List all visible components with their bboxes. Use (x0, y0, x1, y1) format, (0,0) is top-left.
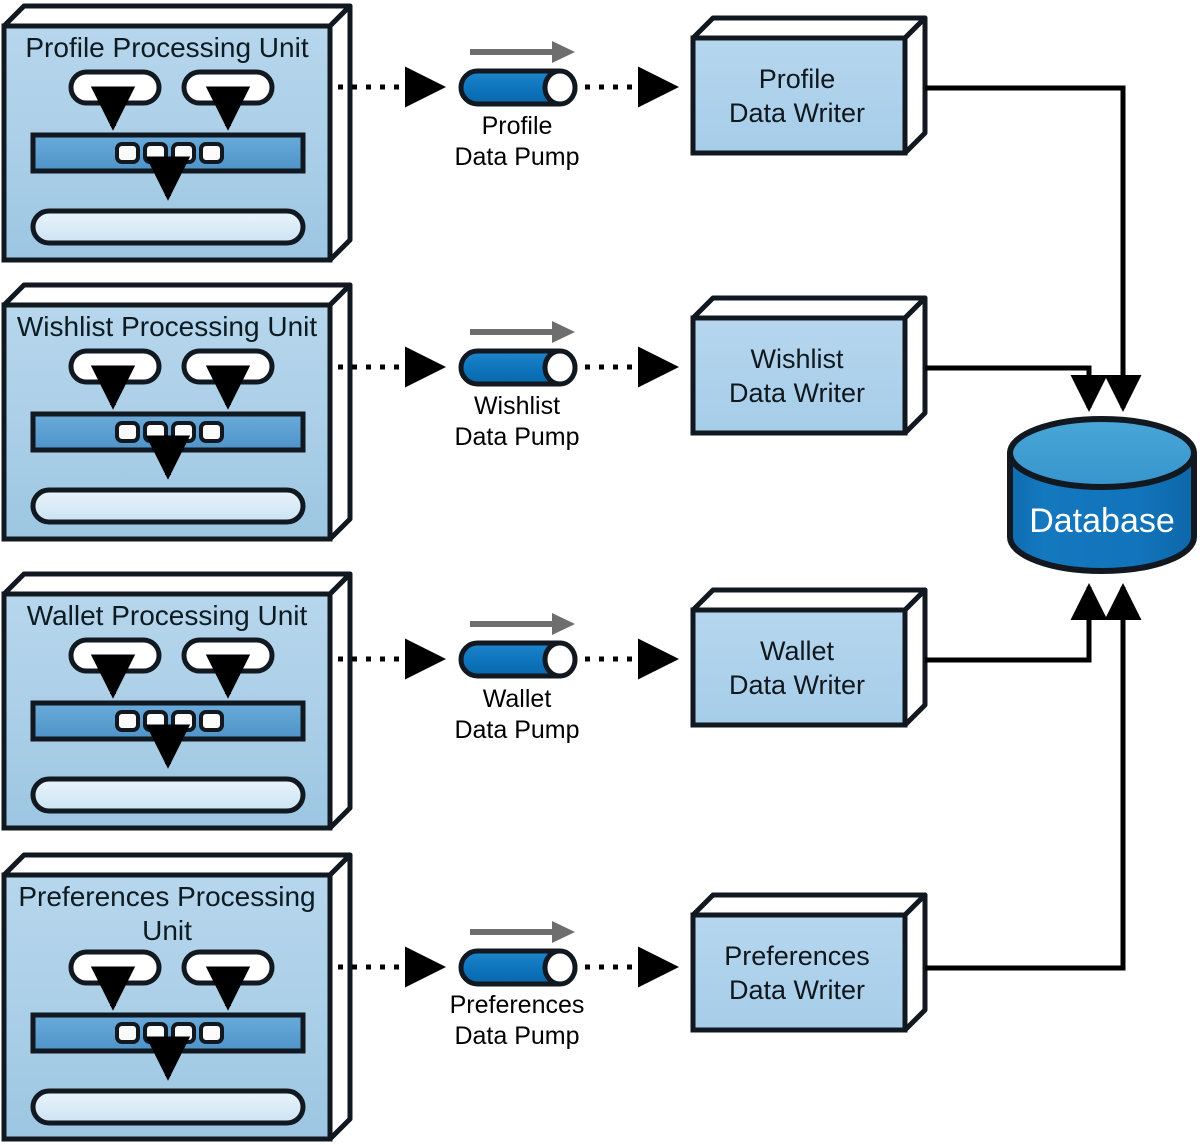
unit-input-capsule[interactable] (68, 69, 162, 106)
queue-cell (143, 421, 168, 443)
unit-top-face (1, 852, 353, 878)
processing-unit-profile[interactable]: Profile Processing Unit (1, 3, 353, 263)
writer-front-face (690, 35, 908, 156)
unit-output-bar (30, 487, 306, 525)
pump-direction-arrowhead (552, 921, 575, 943)
unit-side-face (327, 852, 353, 1142)
queue-cell (143, 710, 168, 732)
writer-front-face (690, 607, 908, 728)
unit-input-capsule[interactable] (181, 348, 275, 385)
data-pump-wallet[interactable]: Wallet Data Pump (454, 613, 580, 744)
processing-unit-wallet[interactable]: Wallet Processing Unit (1, 571, 353, 831)
queue-cell (199, 142, 224, 164)
writer-label-line2: Data Writer (729, 378, 865, 408)
pump-label-line2: Data Pump (454, 1022, 579, 1050)
pump-label-line1: Profile (482, 112, 553, 140)
pump-label-line2: Data Pump (454, 423, 579, 451)
pump-end-cap (542, 948, 578, 987)
data-writer-preferences[interactable]: Preferences Data Writer (690, 892, 928, 1033)
connector-profile-to-database (925, 85, 1142, 413)
processing-unit-preferences[interactable]: Preferences Processing Unit (1, 852, 353, 1142)
unit-side-face (327, 571, 353, 831)
pump-label-line2: Data Pump (454, 716, 579, 744)
database-label: Database (1029, 502, 1175, 540)
unit-title-wishlist: Wishlist Processing Unit (17, 311, 318, 342)
writer-top-face (690, 587, 928, 613)
queue-cell (171, 710, 196, 732)
writer-label-line2: Data Writer (729, 975, 865, 1005)
unit-input-capsule[interactable] (181, 69, 275, 106)
writer-top-face (690, 295, 928, 321)
data-pump-profile[interactable]: Profile Data Pump (454, 41, 580, 171)
unit-input-capsule[interactable] (181, 637, 275, 674)
connector-wishlist-to-database (925, 365, 1108, 413)
unit-title-preferences-line2: Unit (142, 915, 192, 946)
writer-label-line1: Wallet (760, 636, 835, 666)
database-top-ellipse (1007, 416, 1197, 490)
unit-title-wallet: Wallet Processing Unit (27, 600, 308, 631)
unit-top-face (1, 571, 353, 597)
writer-front-face (690, 315, 908, 436)
unit-output-bar (30, 776, 306, 814)
data-writer-profile[interactable]: Profile Data Writer (690, 15, 928, 156)
unit-input-capsule[interactable] (68, 348, 162, 385)
database-cylinder[interactable]: Database (1007, 416, 1197, 574)
pump-direction-arrowhead (552, 321, 575, 343)
writer-label-line2: Data Writer (729, 670, 865, 700)
pump-label-line1: Preferences (450, 991, 585, 1019)
writer-label-line1: Wishlist (751, 344, 844, 374)
writer-label-line2: Data Writer (729, 98, 865, 128)
pump-label-line1: Wallet (483, 685, 552, 713)
unit-output-bar (30, 208, 306, 246)
queue-cell (115, 1022, 140, 1044)
processing-unit-wishlist[interactable]: Wishlist Processing Unit (1, 282, 353, 542)
writer-label-line1: Preferences (724, 941, 870, 971)
unit-input-capsule[interactable] (181, 949, 275, 986)
pump-direction-arrowhead (552, 41, 575, 63)
pump-label-line1: Wishlist (474, 392, 560, 420)
unit-output-bar (30, 1088, 306, 1126)
pump-label-line2: Data Pump (454, 143, 579, 171)
writer-side-face (902, 15, 928, 156)
writer-side-face (902, 295, 928, 436)
unit-top-face (1, 282, 353, 308)
writer-front-face (690, 912, 908, 1033)
writer-top-face (690, 15, 928, 41)
connector-wallet-to-database (925, 582, 1108, 663)
unit-top-face (1, 3, 353, 29)
queue-cell (199, 1022, 224, 1044)
unit-side-face (327, 3, 353, 263)
queue-cell (115, 421, 140, 443)
writer-side-face (902, 587, 928, 728)
pump-end-cap (542, 640, 578, 679)
pump-direction-arrowhead (552, 613, 575, 635)
queue-cell (115, 142, 140, 164)
pump-end-cap (542, 68, 578, 107)
unit-input-capsule[interactable] (68, 637, 162, 674)
queue-cell (143, 1022, 168, 1044)
unit-title-preferences-line1: Preferences Processing (18, 881, 315, 912)
writer-label-line1: Profile (759, 64, 836, 94)
pump-end-cap (542, 348, 578, 387)
queue-cell (115, 710, 140, 732)
connector-preferences-to-database (925, 582, 1142, 971)
data-pump-preferences[interactable]: Preferences Data Pump (450, 921, 585, 1050)
unit-input-capsule[interactable] (68, 949, 162, 986)
unit-side-face (327, 282, 353, 542)
queue-cell (171, 1022, 196, 1044)
data-writer-wallet[interactable]: Wallet Data Writer (690, 587, 928, 728)
queue-cell (171, 421, 196, 443)
writer-side-face (902, 892, 928, 1033)
queue-cell (171, 142, 196, 164)
data-writer-wishlist[interactable]: Wishlist Data Writer (690, 295, 928, 436)
queue-cell (199, 421, 224, 443)
writer-top-face (690, 892, 928, 918)
queue-cell (199, 710, 224, 732)
unit-title-profile: Profile Processing Unit (25, 32, 308, 63)
data-pump-wishlist[interactable]: Wishlist Data Pump (454, 321, 580, 451)
queue-cell (143, 142, 168, 164)
